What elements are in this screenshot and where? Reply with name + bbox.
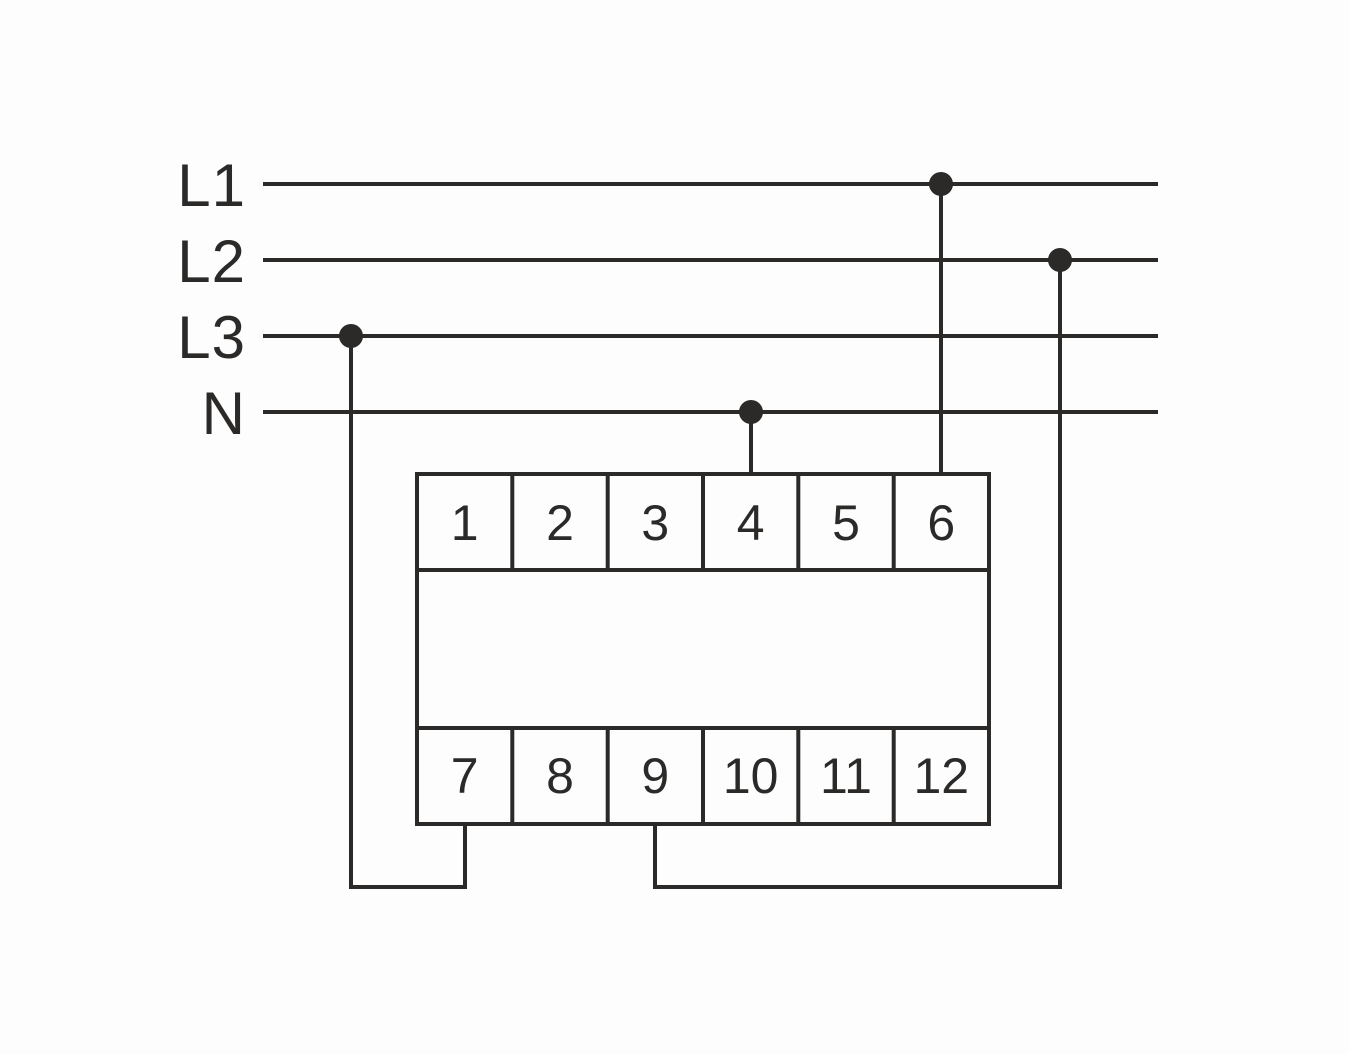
junction-dot-l3 (339, 324, 363, 348)
wire-l3-to-terminal-7 (349, 336, 467, 889)
terminal-label-1: 1 (451, 495, 479, 551)
junction-dot-l2 (1048, 248, 1072, 272)
terminal-labels-group: 1 2 3 4 5 6 7 8 9 10 11 12 (451, 495, 969, 804)
device-box-group (415, 472, 991, 826)
terminal-label-12: 12 (913, 748, 969, 804)
terminal-label-2: 2 (546, 495, 574, 551)
terminal-label-4: 4 (737, 495, 765, 551)
junction-dots-group (339, 172, 1072, 424)
wire-l2-to-terminal-9 (653, 260, 1062, 889)
terminal-label-5: 5 (832, 495, 860, 551)
bus-label-n: N (202, 380, 246, 447)
terminal-label-10: 10 (723, 748, 779, 804)
terminal-label-9: 9 (641, 748, 669, 804)
bus-label-l1: L1 (177, 152, 246, 219)
bus-label-l2: L2 (177, 228, 246, 295)
terminal-label-6: 6 (927, 495, 955, 551)
terminal-label-11: 11 (820, 748, 872, 804)
bus-lines-group: L1 L2 L3 N (177, 152, 1158, 447)
terminal-label-7: 7 (451, 748, 479, 804)
terminal-label-3: 3 (641, 495, 669, 551)
junction-dot-n (739, 400, 763, 424)
junction-dot-l1 (929, 172, 953, 196)
terminal-label-8: 8 (546, 748, 574, 804)
bus-label-l3: L3 (177, 304, 246, 371)
